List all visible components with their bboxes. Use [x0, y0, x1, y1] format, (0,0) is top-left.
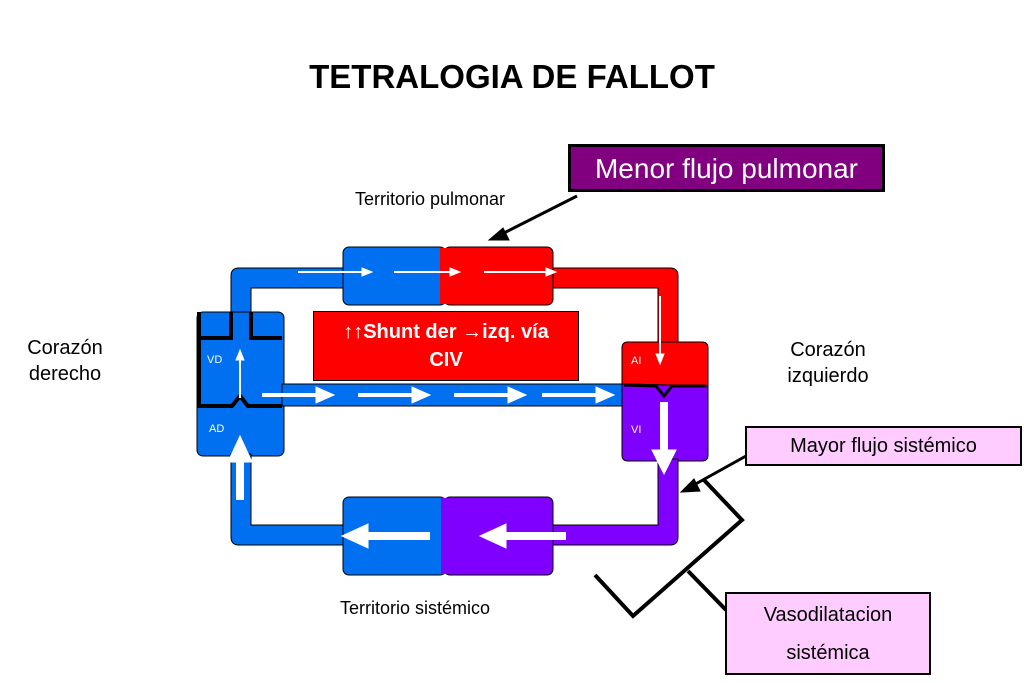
shunt-text: Shunt der	[363, 321, 463, 343]
callout-pointers	[487, 194, 747, 493]
pulmonary-block-blue	[342, 246, 447, 306]
shunt-line1: ↑↑Shunt der →izq. vía	[314, 318, 578, 346]
pulmonary-territory-label: Territorio pulmonar	[354, 189, 506, 209]
left-heart-label: Corazón izquierdo	[768, 337, 888, 389]
pulmonary-block-red	[443, 246, 554, 306]
chamber-label-vi: VI	[631, 424, 642, 436]
systemic-tube-purple	[549, 458, 679, 546]
chamber-label-vd: VD	[207, 354, 223, 366]
flow-arrows	[227, 267, 677, 549]
left-atrium	[621, 341, 709, 387]
chamber-label-ai: AI	[631, 355, 642, 367]
right-heart-label: Corazón derecho	[10, 335, 120, 387]
systemic-vasodilation-callout: Vasodilatacion sistémica	[725, 592, 931, 675]
less-pulmonary-flow-callout: Menor flujo pulmonar	[568, 144, 885, 192]
vasodilation-line1: Vasodilatacion	[763, 604, 893, 626]
left-heart-label-line1: Corazón	[790, 339, 866, 361]
shunt-text-2: izq. vía	[482, 321, 549, 343]
right-heart-label-line2: derecho	[28, 363, 102, 385]
pulmonary-tube-red	[549, 267, 679, 343]
greater-systemic-flow-callout: Mayor flujo sistémico	[745, 426, 1022, 466]
shunt-callout: ↑↑Shunt der →izq. vía CIV	[313, 311, 579, 381]
systemic-territory-label: Territorio sistémico	[339, 598, 491, 618]
systemic-tube-blue	[230, 453, 351, 546]
double-up-arrow-icon: ↑↑	[343, 321, 364, 343]
right-heart-valves	[197, 312, 282, 408]
chamber-label-ad: AD	[209, 423, 225, 435]
right-heart-label-line1: Corazón	[27, 337, 103, 359]
vasodilation-line2: sistémica	[786, 642, 870, 664]
pulmonary-tube-blue	[230, 267, 351, 315]
left-heart-label-line2: izquierdo	[787, 365, 869, 387]
vasodilation-bracket	[593, 478, 745, 619]
right-arrow-icon: →	[462, 321, 483, 343]
page-title: TETRALOGIA DE FALLOT	[309, 58, 715, 95]
shunt-line2: CIV	[429, 349, 463, 371]
